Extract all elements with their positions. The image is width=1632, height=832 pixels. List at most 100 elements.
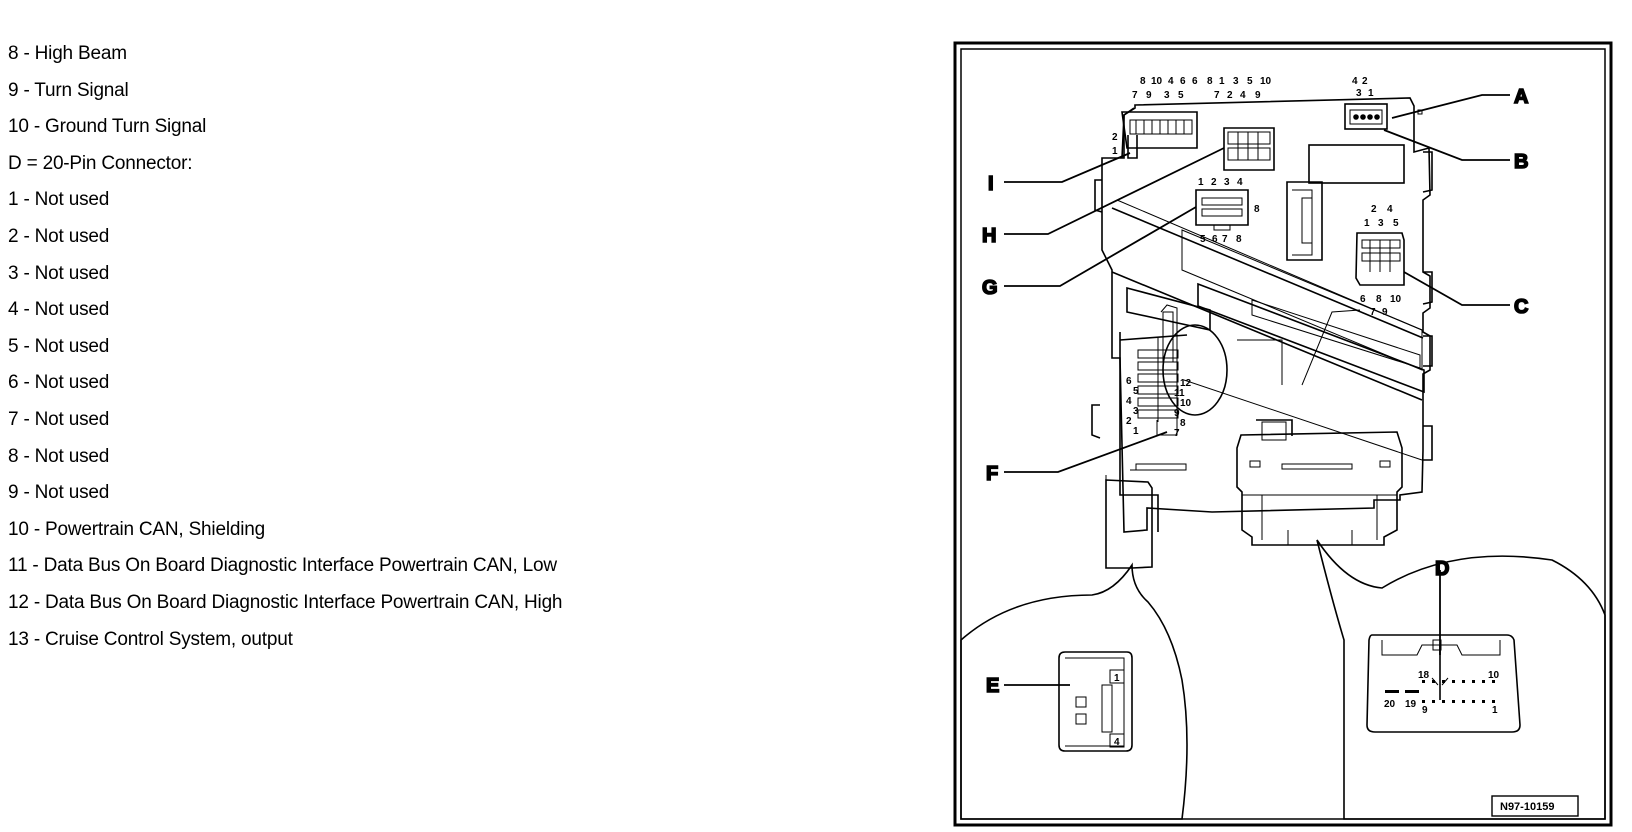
legend-item: 12 - Data Bus On Board Diagnostic Interf… (8, 591, 563, 613)
callout-f: F (986, 463, 998, 485)
pin-label: 1 (1198, 177, 1204, 188)
legend-item: 2 - Not used (8, 225, 110, 247)
pin-label: 9 (1255, 90, 1261, 101)
pin-label: 4 (1240, 90, 1246, 101)
callout-d: D (1435, 558, 1449, 580)
connector-d-detail (1366, 634, 1521, 733)
connector-ab-body (1344, 103, 1423, 130)
pin-label: 20 (1384, 699, 1396, 710)
legend-item: 10 - Ground Turn Signal (8, 116, 207, 138)
pin-label: 6 (1212, 234, 1218, 245)
d-pin-row-top (1422, 680, 1495, 683)
connector-d-body (1236, 419, 1403, 546)
pin-label: 10 (1180, 398, 1192, 409)
callout-e: E (986, 675, 999, 697)
connector-h-body (1223, 127, 1275, 171)
connector-e-body (1105, 475, 1153, 569)
connector-diagram: A B C D E F G H I 8 10 4 6 6 7 9 3 5 2 1… (953, 41, 1613, 827)
pin-label: 6 (1126, 376, 1132, 387)
pin-label: 1 (1492, 705, 1498, 716)
pin-label: 9 (1382, 307, 1388, 318)
pin-label: 3 (1224, 177, 1230, 188)
pin-label: 7 (1370, 307, 1376, 318)
pin-label: 2 (1227, 90, 1233, 101)
legend-item: 8 - Not used (8, 445, 110, 467)
leader-lines (1004, 94, 1510, 686)
pin-label: 6 (1180, 76, 1186, 87)
connector-e-detail (1058, 651, 1133, 752)
pin-label: 7 (1132, 90, 1138, 101)
pin-label: 1 (1133, 426, 1139, 437)
pin-label: 8 (1376, 294, 1382, 305)
pin-label: 4 (1237, 177, 1243, 188)
legend-item: 3 - Not used (8, 262, 110, 284)
callout-i: I (988, 173, 994, 195)
pin-label: 4 (1387, 204, 1393, 215)
leader-c (1403, 271, 1510, 306)
pin-label: 2 (1126, 416, 1132, 427)
pin-labels: 8 10 4 6 6 7 9 3 5 2 1 8 1 3 5 10 7 2 4 … (1112, 76, 1500, 748)
pin-label: 8 (1140, 76, 1146, 87)
pin-label: 1 (1364, 218, 1370, 229)
pin-label: 3 (1233, 76, 1239, 87)
pin-label: 8 (1180, 418, 1186, 429)
legend-item: 1 - Not used (8, 189, 110, 211)
pin-label: 18 (1418, 670, 1430, 681)
legend-item: 5 - Not used (8, 335, 110, 357)
pin-label: 8 (1236, 234, 1242, 245)
pin-label: 5 (1247, 76, 1253, 87)
legend-item: 10 - Powertrain CAN, Shielding (8, 518, 265, 540)
pin-label: 2 (1362, 76, 1368, 87)
pin-label: 7 (1214, 90, 1220, 101)
leader-f (1004, 431, 1168, 473)
legend-item: 9 - Turn Signal (8, 79, 129, 101)
pin-label: 7 (1174, 428, 1180, 439)
pin-label: 2 (1211, 177, 1217, 188)
pin-label: 4 (1352, 76, 1358, 87)
pin-label: 12 (1180, 378, 1192, 389)
callout-b: B (1514, 151, 1528, 173)
pin-label: 8 (1254, 204, 1260, 215)
callout-h: H (982, 225, 996, 247)
connector-f-body (1137, 304, 1228, 436)
legend-item: 8 - High Beam (8, 43, 127, 64)
pin-label: 4 (1114, 737, 1120, 748)
pin-label: 9 (1174, 408, 1180, 419)
callout-a: A (1514, 86, 1528, 108)
pin-label: 1 (1114, 673, 1120, 684)
pin-label: 2 (1112, 132, 1118, 143)
reference-box (1491, 795, 1579, 817)
pin-label: 10 (1390, 294, 1402, 305)
connector-c-body (1355, 232, 1405, 286)
pin-label: 11 (1174, 388, 1185, 399)
legend-item: 6 - Not used (8, 372, 110, 394)
pin-label: 5 (1133, 386, 1139, 397)
legend-item: 7 - Not used (8, 408, 110, 430)
pin-label: 10 (1488, 670, 1500, 681)
leader-g (1004, 206, 1197, 287)
legend-item: D = 20-Pin Connector: (8, 152, 193, 174)
leader-mid (1301, 309, 1361, 386)
legend-item: 9 - Not used (8, 482, 110, 504)
pin-label: 10 (1260, 76, 1272, 87)
leader-i (1004, 152, 1131, 183)
legend-item: 11 - Data Bus On Board Diagnostic Interf… (8, 555, 557, 577)
pin-label: 2 (1371, 204, 1377, 215)
pin-label: 9 (1422, 705, 1428, 716)
pin-label: 8 (1207, 76, 1213, 87)
legend-list: 8 - High Beam 9 - Turn Signal 10 - Groun… (8, 36, 562, 658)
pin-label: 7 (1222, 234, 1228, 245)
pin-label: 5 (1393, 218, 1399, 229)
leader-b (1383, 129, 1510, 161)
reference-number: N97-10159 (1500, 801, 1554, 813)
pin-label: 3 (1378, 218, 1384, 229)
pin-label: 19 (1405, 699, 1417, 710)
pin-label: 1 (1219, 76, 1225, 87)
leader-a (1391, 94, 1510, 119)
outer-frame (953, 41, 1613, 827)
balloon-e (960, 562, 1188, 820)
pin-label: 3 (1356, 88, 1362, 99)
connector-g-body (1195, 189, 1249, 231)
pin-label: 5 (1178, 90, 1184, 101)
leader-h (1004, 147, 1225, 235)
